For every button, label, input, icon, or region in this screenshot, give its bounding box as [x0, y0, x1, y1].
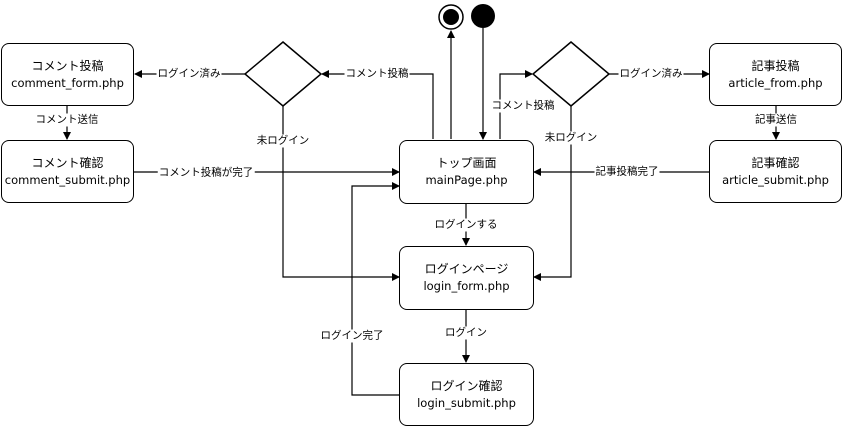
start-state-icon	[471, 4, 495, 28]
node-file: login_submit.php	[417, 395, 516, 410]
edge-login-submit-to-main	[351, 182, 400, 396]
edge-right-diamond-to-login	[533, 106, 572, 281]
edge-label-article-done: 記事投稿完了	[594, 165, 660, 179]
node-comment-submit: コメント確認 comment_submit.php	[1, 140, 134, 203]
node-file: comment_submit.php	[4, 172, 131, 187]
node-title: 記事投稿	[751, 58, 800, 73]
node-file: article_submit.php	[722, 172, 829, 187]
edge-label-comment-done: コメント投稿が完了	[157, 166, 255, 180]
node-main-page: トップ画面 mainPage.php	[399, 140, 534, 204]
node-file: login_form.php	[423, 279, 510, 293]
node-article-submit: 記事確認 article_submit.php	[709, 140, 842, 203]
edge-label-login: ログイン	[444, 326, 488, 340]
node-title: コメント確認	[31, 155, 104, 170]
node-title: トップ画面	[436, 156, 497, 170]
edge-label-article-send: 記事送信	[754, 113, 798, 127]
node-article-form: 記事投稿 article_from.php	[709, 43, 842, 106]
node-file: comment_form.php	[11, 75, 124, 90]
edge-label-do-login: ログインする	[433, 218, 499, 232]
node-login-form: ログインページ login_form.php	[399, 246, 534, 310]
node-comment-form: コメント投稿 comment_form.php	[1, 43, 134, 106]
edge-label-left-comment-post: コメント投稿	[344, 67, 410, 81]
edge-label-right-comment-post: コメント投稿	[490, 99, 556, 113]
edge-main-to-left-diamond	[321, 70, 434, 139]
end-state-icon	[438, 4, 464, 30]
node-file: article_from.php	[728, 75, 823, 90]
edge-label-right-not-logged-in: 未ログイン	[543, 131, 599, 145]
edge-label-login-done: ログイン完了	[319, 329, 385, 343]
edge-left-diamond-to-login	[282, 106, 400, 281]
node-title: ログイン確認	[430, 378, 503, 393]
edge-main-to-right-diamond	[499, 70, 533, 139]
edge-label-left-logged-in: ログイン済み	[156, 67, 222, 81]
node-title: ログインページ	[424, 262, 509, 276]
node-file: mainPage.php	[425, 173, 508, 187]
right-decision-diamond	[531, 41, 611, 107]
edge-label-comment-send: コメント送信	[34, 113, 100, 127]
node-login-submit: ログイン確認 login_submit.php	[399, 363, 534, 426]
edge-label-right-logged-in: ログイン済み	[618, 67, 684, 81]
node-title: コメント投稿	[31, 58, 104, 73]
node-title: 記事確認	[751, 155, 800, 170]
edge-label-left-not-logged-in: 未ログイン	[255, 134, 311, 148]
left-decision-diamond	[243, 41, 323, 107]
